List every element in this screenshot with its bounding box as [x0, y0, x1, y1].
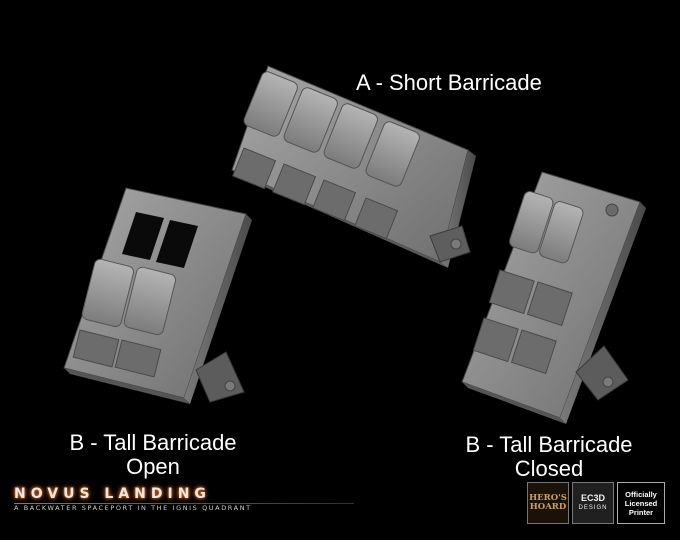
novus-landing-brand: NOVUS LANDING A BACKWATER SPACEPORT IN T…: [14, 486, 354, 512]
tall-barricade-open-label: B - Tall Barricade Open: [60, 431, 246, 479]
short-barricade-model: [231, 65, 476, 268]
heroes-hoard-line1: HERO'S: [529, 493, 567, 503]
heroes-hoard-line2: HOARD: [529, 502, 567, 512]
brand-divider: [14, 503, 354, 504]
brand-subtitle: A BACKWATER SPACEPORT IN THE IGNIS QUADR…: [14, 504, 252, 512]
ec3d-line2: DESIGN: [578, 505, 608, 511]
brand-title: NOVUS LANDING: [14, 486, 211, 502]
tall-open-label-line1: B - Tall Barricade: [69, 430, 237, 455]
partner-logos: HERO'S HOARD EC3D DESIGN Officially Lice…: [527, 482, 665, 524]
ec3d-design-logo: EC3D DESIGN: [572, 482, 614, 524]
tall-barricade-closed-label: B - Tall Barricade Closed: [456, 433, 642, 481]
printer-line2: Licensed: [624, 498, 658, 508]
tall-open-label-line2: Open: [126, 454, 180, 479]
heroes-hoard-logo: HERO'S HOARD: [527, 482, 569, 524]
licensed-printer-badge: Officially Licensed Printer: [617, 482, 665, 524]
ec3d-line1: EC3D: [580, 493, 605, 503]
tall-closed-label-line2: Closed: [514, 456, 584, 481]
tall-barricade-open-model: [63, 187, 252, 404]
printer-line1: Officially: [625, 489, 657, 499]
tall-closed-label-line1: B - Tall Barricade: [465, 432, 633, 457]
short-barricade-label: A - Short Barricade: [356, 70, 542, 95]
tall-barricade-closed-model: [461, 171, 646, 424]
printer-line3: Printer: [628, 507, 654, 517]
